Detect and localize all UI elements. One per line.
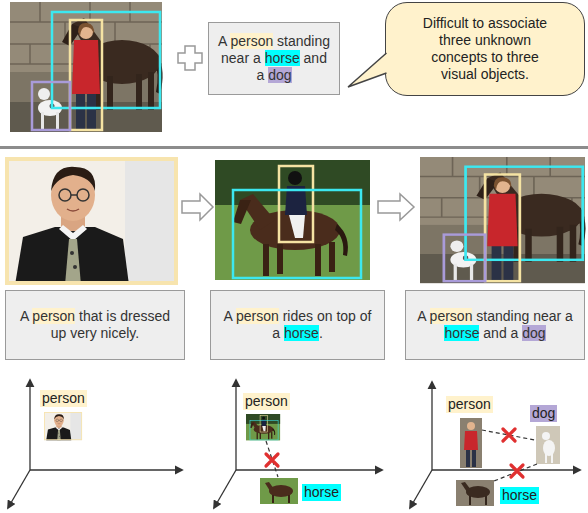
step-arrow (182, 194, 213, 220)
thumbnail-dog (536, 426, 560, 464)
caption-text: A person standing near a horse and a dog (413, 308, 577, 342)
thumbnail-horse (272, 495, 274, 503)
mismatch-cross (511, 465, 523, 477)
thumbnail-person (460, 418, 482, 468)
caption-text: A person standing near a horse and a dog (216, 33, 332, 84)
embedding-axes (410, 470, 432, 508)
thumbnail-horse (469, 496, 471, 505)
bubble-tail (344, 3, 390, 103)
embedding-axes (431, 382, 432, 470)
dashed-link (482, 430, 535, 440)
photo-step-three (420, 157, 586, 283)
photo-step-two (215, 160, 370, 280)
caption-box: A person that is dressed up very nicely. (5, 290, 185, 360)
thumbnail-horse (260, 478, 298, 504)
thumbnail-dog (542, 432, 550, 440)
highlighted-word: person (430, 308, 473, 324)
concept-word: horse (502, 487, 537, 504)
thumbnail-person (472, 450, 476, 467)
speech-bubble: Difficult to associate three unknown con… (385, 2, 585, 96)
photo-top (10, 2, 163, 132)
concept-word: horse (304, 484, 339, 501)
highlighted-word: horse (265, 50, 300, 66)
thumbnail-horse (260, 478, 298, 504)
caption-text: A person rides on top of a horse. (218, 308, 377, 342)
photo-step-one (5, 157, 178, 285)
highlighted-word: dog (268, 67, 291, 83)
bubble-tail-fill (348, 53, 387, 87)
mismatch-cross (503, 429, 515, 441)
embedding-axes (214, 470, 236, 508)
concept-word: person (448, 396, 491, 413)
thumbnail-person (460, 418, 482, 468)
caption-box: A person standing near a horse and a dog (208, 22, 340, 95)
dashed-link (266, 430, 537, 481)
separator-line (0, 146, 588, 149)
embedding-axes (235, 380, 236, 470)
thumbnail-dog (551, 454, 553, 463)
dashed-link (494, 464, 537, 481)
highlighted-word: person (32, 308, 75, 324)
thumbnail-person (464, 431, 478, 450)
thumbnail-horse (485, 496, 487, 505)
thumbnail-person (44, 412, 82, 440)
highlighted-word: dog (522, 325, 545, 341)
embedding-axes (29, 380, 30, 470)
highlighted-word: horse (284, 325, 319, 341)
thumbnail-dog (543, 440, 555, 456)
thumbnail-dog (545, 454, 547, 463)
mismatch-cross (266, 454, 278, 466)
thumbnail-horse (265, 482, 274, 491)
concept-label: horse (500, 487, 539, 504)
embedding-axes (8, 470, 30, 508)
thumbnail-person (466, 450, 470, 467)
highlighted-word: person (230, 33, 273, 49)
embedding-axes (30, 469, 182, 470)
embedding-axes (432, 469, 580, 470)
caption-box: A person standing near a horse and a dog (405, 290, 585, 360)
bubble-tail-outline (348, 53, 387, 87)
thumbnail-horse (461, 482, 471, 492)
embedding-axes (8, 380, 580, 508)
highlighted-word: horse (444, 325, 479, 341)
callout-text: Difficult to associate three unknown con… (412, 15, 558, 83)
plus-sign (178, 46, 202, 70)
concept-word: person (42, 390, 85, 407)
concept-word: person (245, 393, 288, 410)
thumbnail-horse (456, 480, 494, 506)
concept-label: horse (302, 484, 341, 501)
caption-text: A person that is dressed up very nicely. (13, 308, 177, 342)
highlighted-word: person (236, 308, 279, 324)
thumbnail-horse (456, 480, 494, 506)
concept-label: person (446, 396, 493, 413)
embedding-axes (236, 469, 382, 470)
concept-label: person (243, 393, 290, 410)
concept-label: dog (530, 405, 557, 422)
dashed-link (266, 441, 278, 477)
thumbnail-dog (536, 426, 560, 464)
mismatch-cross (266, 429, 523, 477)
thumbnail-person (467, 422, 475, 430)
step-arrow (378, 194, 414, 220)
thumbnail-horse (288, 495, 290, 503)
concept-label: person (40, 390, 87, 407)
caption-box: A person rides on top of a horse. (210, 290, 385, 360)
thumbnail-rider (246, 414, 280, 440)
concept-word: dog (532, 405, 555, 422)
